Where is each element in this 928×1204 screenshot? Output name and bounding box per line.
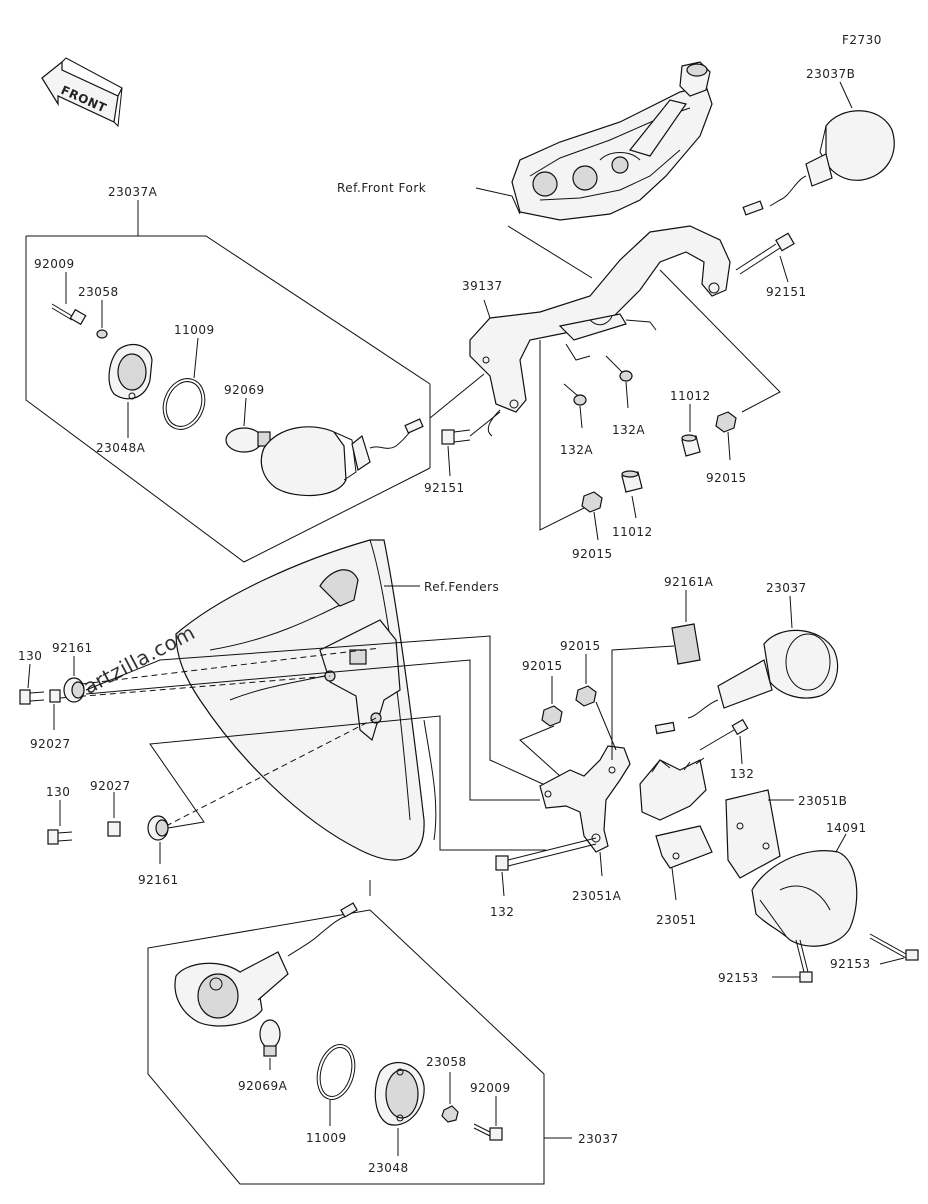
bracket-39137 xyxy=(469,225,731,437)
group-box-23037-lower xyxy=(147,880,545,1185)
label-92161-lower: 92161 xyxy=(138,873,179,887)
cover-14091 xyxy=(751,850,858,947)
grommet-92161-upper xyxy=(63,677,85,703)
label-23048A: 23048A xyxy=(96,441,146,455)
label-130-upper: 130 xyxy=(18,649,42,663)
label-92069: 92069 xyxy=(224,383,265,397)
label-132A-left: 132A xyxy=(560,443,593,457)
label-14091: 14091 xyxy=(826,821,867,835)
label-39137: 39137 xyxy=(462,279,503,293)
bolt-92151-right xyxy=(735,232,795,275)
collar-92027-lower xyxy=(107,821,121,837)
gasket-11009-lower xyxy=(316,1044,356,1100)
label-92009-lower: 92009 xyxy=(470,1081,511,1095)
screw-92009-top xyxy=(51,303,87,326)
label-92161-upper: 92161 xyxy=(52,641,93,655)
turn-signal-23037 xyxy=(654,629,839,735)
label-92069A: 92069A xyxy=(238,1079,288,1093)
label-92015-b: 92015 xyxy=(560,639,601,653)
nut-23058-top xyxy=(96,329,108,339)
label-23037: 23037 xyxy=(766,581,807,595)
lens-rim-23048A xyxy=(108,343,153,400)
label-92161A: 92161A xyxy=(664,575,714,589)
label-92027-upper: 92027 xyxy=(30,737,71,751)
screw-92153-right xyxy=(869,933,919,961)
collar-92027-upper xyxy=(49,689,61,703)
nut-92015-right xyxy=(715,411,737,433)
bulb-92069 xyxy=(225,427,271,453)
label-132-lower: 132 xyxy=(490,905,514,919)
label-11009-top: 11009 xyxy=(174,323,215,337)
label-92015-lower: 92015 xyxy=(572,547,613,561)
bolt-132-right xyxy=(699,718,749,751)
label-23051A: 23051A xyxy=(572,889,622,903)
label-11009-lower: 11009 xyxy=(306,1131,347,1145)
label-92015-a: 92015 xyxy=(522,659,563,673)
label-23048: 23048 xyxy=(368,1161,409,1175)
label-132-right: 132 xyxy=(730,767,754,781)
front-arrow-icon: FRONT xyxy=(41,57,123,128)
label-92151-left: 92151 xyxy=(424,481,465,495)
collar-11012-upper xyxy=(681,434,701,457)
figure-code: F2730 xyxy=(842,33,882,47)
label-11012-lower: 11012 xyxy=(612,525,653,539)
turn-signal-23037-lower xyxy=(174,902,358,1027)
label-23037B: 23037B xyxy=(806,67,855,81)
label-92151-right: 92151 xyxy=(766,285,807,299)
bolt-92151-left xyxy=(441,429,471,445)
group-box-23037A xyxy=(25,235,431,563)
front-fork-reference xyxy=(511,61,713,221)
label-130-lower: 130 xyxy=(46,785,70,799)
label-92153-lower: 92153 xyxy=(718,971,759,985)
bulb-92069A xyxy=(259,1019,281,1057)
label-23058-lower: 23058 xyxy=(426,1055,467,1069)
plate-23051B xyxy=(725,789,781,879)
nut-23058-lower xyxy=(441,1105,459,1123)
bolt-132-lower xyxy=(495,837,597,871)
label-23051: 23051 xyxy=(656,913,697,927)
nut-132A-right xyxy=(619,370,633,382)
label-23037A: 23037A xyxy=(108,185,158,199)
turn-signal-23037B xyxy=(742,110,895,216)
fender-reference xyxy=(175,539,437,861)
screw-92009-lower xyxy=(473,1123,503,1141)
label-132A-right: 132A xyxy=(612,423,645,437)
gasket-11009-top xyxy=(162,378,206,430)
wiring-bracket xyxy=(639,757,707,821)
lens-23048 xyxy=(374,1062,425,1126)
bracket-23051A xyxy=(539,745,631,853)
ref-fenders-label: Ref.Fenders xyxy=(424,580,499,594)
label-23037-lower: 23037 xyxy=(578,1132,619,1146)
ref-front-fork-label: Ref.Front Fork xyxy=(337,181,426,195)
plate-23051 xyxy=(655,825,713,869)
label-11012-upper: 11012 xyxy=(670,389,711,403)
label-92015-right: 92015 xyxy=(706,471,747,485)
label-23051B: 23051B xyxy=(798,794,847,808)
turn-signal-23037A xyxy=(260,418,424,497)
pad-92161A xyxy=(671,623,701,665)
bolt-130-upper xyxy=(19,689,45,705)
label-23058-top: 23058 xyxy=(78,285,119,299)
label-92009-top: 92009 xyxy=(34,257,75,271)
grommet-92161-lower xyxy=(147,815,169,841)
collar-11012-lower xyxy=(621,470,643,493)
nut-92015-b xyxy=(575,685,597,707)
nut-92015-a xyxy=(541,705,563,727)
label-92153-right: 92153 xyxy=(830,957,871,971)
nut-132A-left xyxy=(573,394,587,406)
bolt-130-lower xyxy=(47,829,73,845)
nut-92015-lower xyxy=(581,491,603,513)
label-92027-lower: 92027 xyxy=(90,779,131,793)
